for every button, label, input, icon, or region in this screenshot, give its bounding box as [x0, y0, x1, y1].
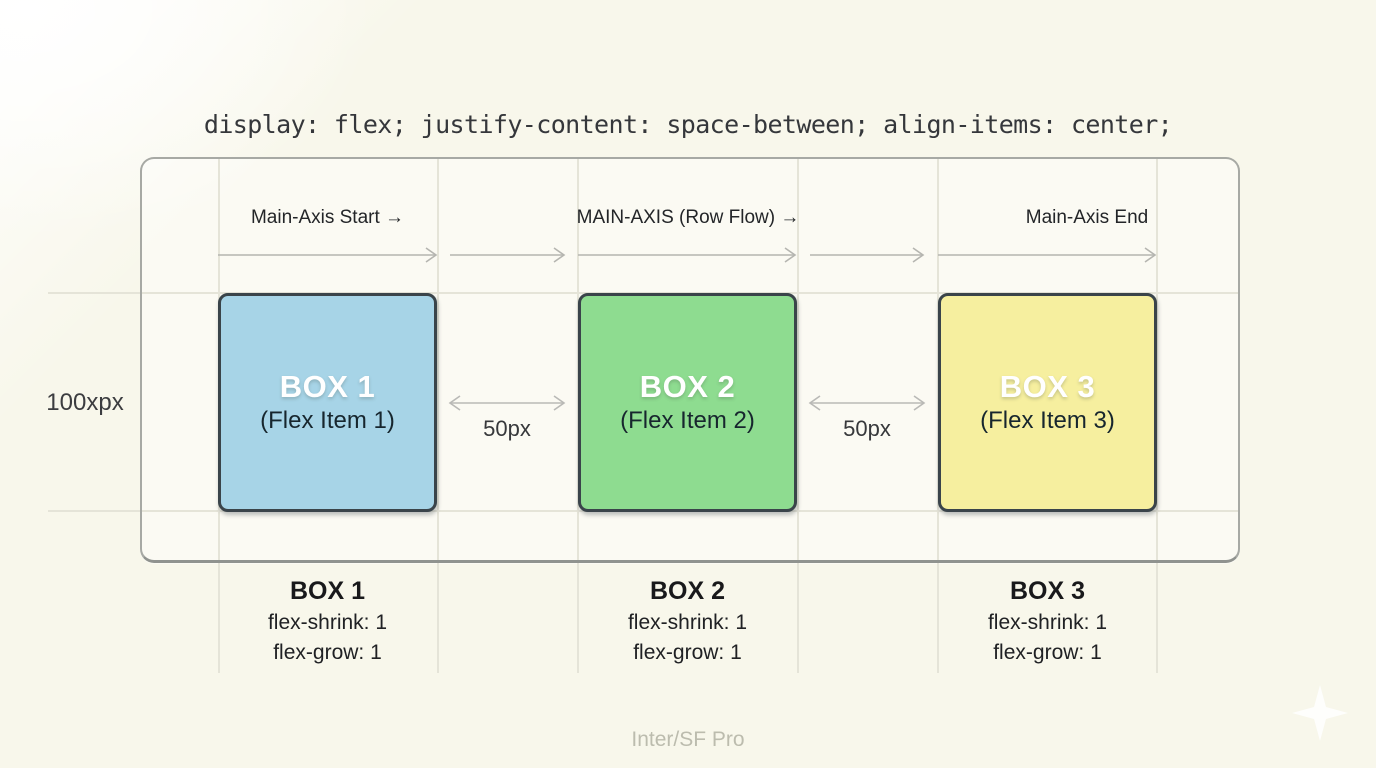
box-subtitle: (Flex Item 2) [620, 406, 755, 434]
box-spec-column-3: BOX 3 flex-shrink: 1 flex-grow: 1 [938, 576, 1157, 666]
main-axis-flow-label: MAIN-AXIS (Row Flow) → [576, 207, 800, 228]
gridline [797, 158, 799, 673]
gridline [437, 158, 439, 673]
flex-item-box-2: BOX 2 (Flex Item 2) [578, 293, 797, 512]
spec-line: flex-grow: 1 [633, 641, 742, 664]
gridline [1156, 158, 1158, 673]
box-title: BOX 2 [639, 368, 736, 404]
flex-item-box-1: BOX 1 (Flex Item 1) [218, 293, 437, 512]
main-axis-start-label: Main-Axis Start → [250, 207, 405, 228]
spec-line: flex-shrink: 1 [987, 611, 1108, 634]
sparkle-icon [1292, 685, 1348, 741]
flex-container-outline [140, 157, 1240, 563]
box-subtitle: (Flex Item 1) [260, 406, 395, 434]
font-credit-label: Inter/SF Pro [631, 728, 745, 751]
gap-arrows [448, 395, 926, 411]
box-title: BOX 1 [279, 368, 376, 404]
box-title: BOX 3 [999, 368, 1096, 404]
flex-item-box-3: BOX 3 (Flex Item 3) [938, 293, 1157, 512]
gap-size-label: 50px [843, 416, 891, 441]
spec-line: flex-shrink: 1 [627, 611, 748, 634]
gap-size-label: 50px [483, 416, 531, 441]
spec-line: flex-grow: 1 [273, 641, 382, 664]
cross-axis-size-label: 100xpx [46, 389, 124, 416]
spec-line: flex-grow: 1 [993, 641, 1102, 664]
css-code-line: display: flex; justify-content: space-be… [203, 110, 1173, 139]
main-axis-end-label: Main-Axis End [1025, 207, 1149, 228]
spec-title: BOX 2 [649, 577, 726, 605]
box-spec-column-2: BOX 2 flex-shrink: 1 flex-grow: 1 [578, 576, 797, 666]
spec-line: flex-shrink: 1 [267, 611, 388, 634]
main-axis-arrow [218, 247, 1157, 263]
box-subtitle: (Flex Item 3) [980, 406, 1115, 434]
spec-title: BOX 3 [1009, 577, 1086, 605]
spec-title: BOX 1 [289, 577, 366, 605]
box-spec-column-1: BOX 1 flex-shrink: 1 flex-grow: 1 [218, 576, 437, 666]
main-axis-arrows [218, 247, 1157, 263]
gap-arrow [448, 395, 926, 411]
